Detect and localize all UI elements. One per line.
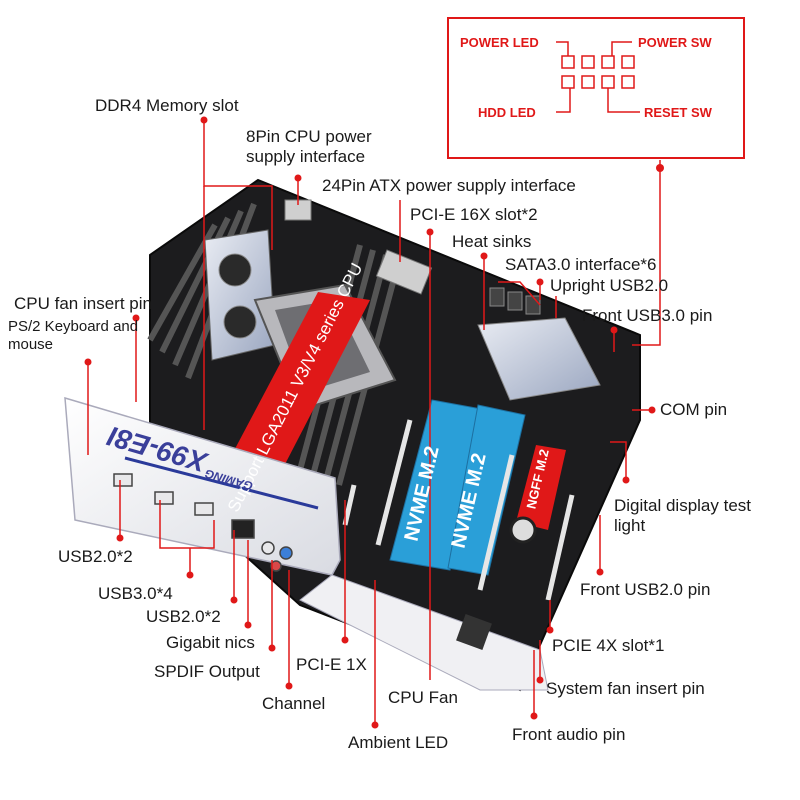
front-panel-box	[447, 17, 745, 159]
usb3-label: USB3.0*4	[98, 584, 173, 603]
io-shield	[64, 396, 549, 691]
upright-usb2-label: Upright USB2.0	[550, 276, 669, 295]
ambient-led-label: Ambient LED	[348, 733, 449, 752]
io-ports	[113, 473, 293, 572]
capacitor	[509, 516, 537, 544]
com-pin-label: COM pin	[660, 400, 728, 419]
nvme-slots	[389, 399, 526, 576]
ddr4-label: DDR4 Memory slot	[95, 96, 239, 115]
chipset-heatsink	[477, 317, 601, 401]
vrm-heatsink	[204, 229, 276, 361]
digital-display-label: Digital display test light	[614, 496, 752, 536]
pcie-slots	[342, 419, 575, 601]
gigabit-label: Gigabit nics	[166, 633, 255, 652]
atx-connector	[375, 249, 433, 295]
callout-leaders	[87, 120, 652, 725]
io-cutout	[456, 614, 492, 650]
callout-dots	[84, 116, 656, 729]
atx-24pin-label: 24Pin ATX power supply interface	[322, 176, 576, 195]
power-sw-label: POWER SW	[638, 35, 712, 50]
usb2-left-label: USB2.0*2	[58, 547, 133, 566]
sata-label: SATA3.0 interface*6	[505, 255, 657, 274]
box-leader	[632, 160, 661, 346]
front-usb3-label: Front USB3.0 pin	[582, 306, 713, 325]
ngff-slot	[516, 445, 566, 530]
front-audio-label: Front audio pin	[512, 725, 626, 744]
cpu-fan-label: CPU Fan	[388, 688, 458, 707]
front-usb2-pin-label: Front USB2.0 pin	[580, 580, 711, 599]
pcie-4x-label: PCIE 4X slot*1	[552, 636, 665, 655]
pcie-1x-label: PCI-E 1X	[296, 655, 367, 674]
cpu-support-tag	[228, 292, 370, 470]
hdd-led-label: HDD LED	[478, 105, 536, 120]
power-led-label: POWER LED	[460, 35, 539, 50]
usb2-io-label: USB2.0*2	[146, 607, 221, 626]
cpu-fan-pin-label: CPU fan insert pin	[14, 294, 152, 313]
reset-sw-label: RESET SW	[644, 105, 712, 120]
spdif-label: SPDIF Output	[154, 662, 260, 681]
cpu-power-label: 8Pin CPU power supply interface	[246, 127, 372, 167]
channel-label: Channel	[262, 694, 326, 713]
pcie-16x-label: PCI-E 16X slot*2	[410, 205, 538, 224]
ps2-label: PS/2 Keyboard and mouse	[8, 318, 139, 353]
heat-sinks-label: Heat sinks	[452, 232, 532, 251]
system-fan-label: System fan insert pin	[546, 679, 705, 698]
